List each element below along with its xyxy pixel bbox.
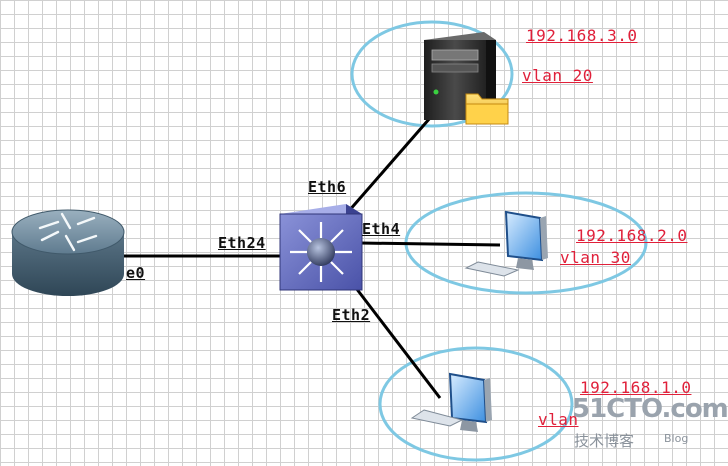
link-switch-pc1: [359, 241, 501, 247]
watermark-sub-en: Blog: [664, 432, 689, 445]
folder-icon: [465, 93, 509, 125]
link-switch-server: [346, 117, 432, 213]
link-switch-pc2: [354, 287, 442, 399]
pc1-computer-icon: [464, 210, 548, 277]
switch-router-port-label: Eth24: [218, 234, 266, 252]
watermark-logo: 51CTO.com: [572, 394, 728, 424]
pc2-computer-icon: [410, 372, 492, 432]
switch-server-port-label: Eth6: [308, 178, 347, 196]
pc1-subnet-label: 192.168.2.0: [576, 226, 688, 245]
pc1-vlan-label: vlan 30: [560, 248, 631, 267]
pc2-vlan-label: vlan: [538, 410, 579, 429]
network-diagram: [11, 20, 648, 462]
pc2-segment-ellipse: [378, 346, 574, 462]
server-segment-ellipse: [350, 20, 514, 128]
watermark-sub-cn: 技术博客: [574, 432, 635, 450]
switch-icon: [279, 204, 363, 291]
switch-pc1-port-label: Eth4: [362, 220, 401, 238]
server-vlan-label: vlan 20: [522, 66, 593, 85]
router-port-label: e0: [126, 264, 146, 282]
pc2-subnet-label: 192.168.1.0: [580, 378, 692, 397]
router-icon: [11, 209, 125, 296]
server-icon: [424, 32, 509, 125]
server-subnet-label: 192.168.3.0: [526, 26, 638, 45]
switch-pc2-port-label: Eth2: [332, 306, 371, 324]
